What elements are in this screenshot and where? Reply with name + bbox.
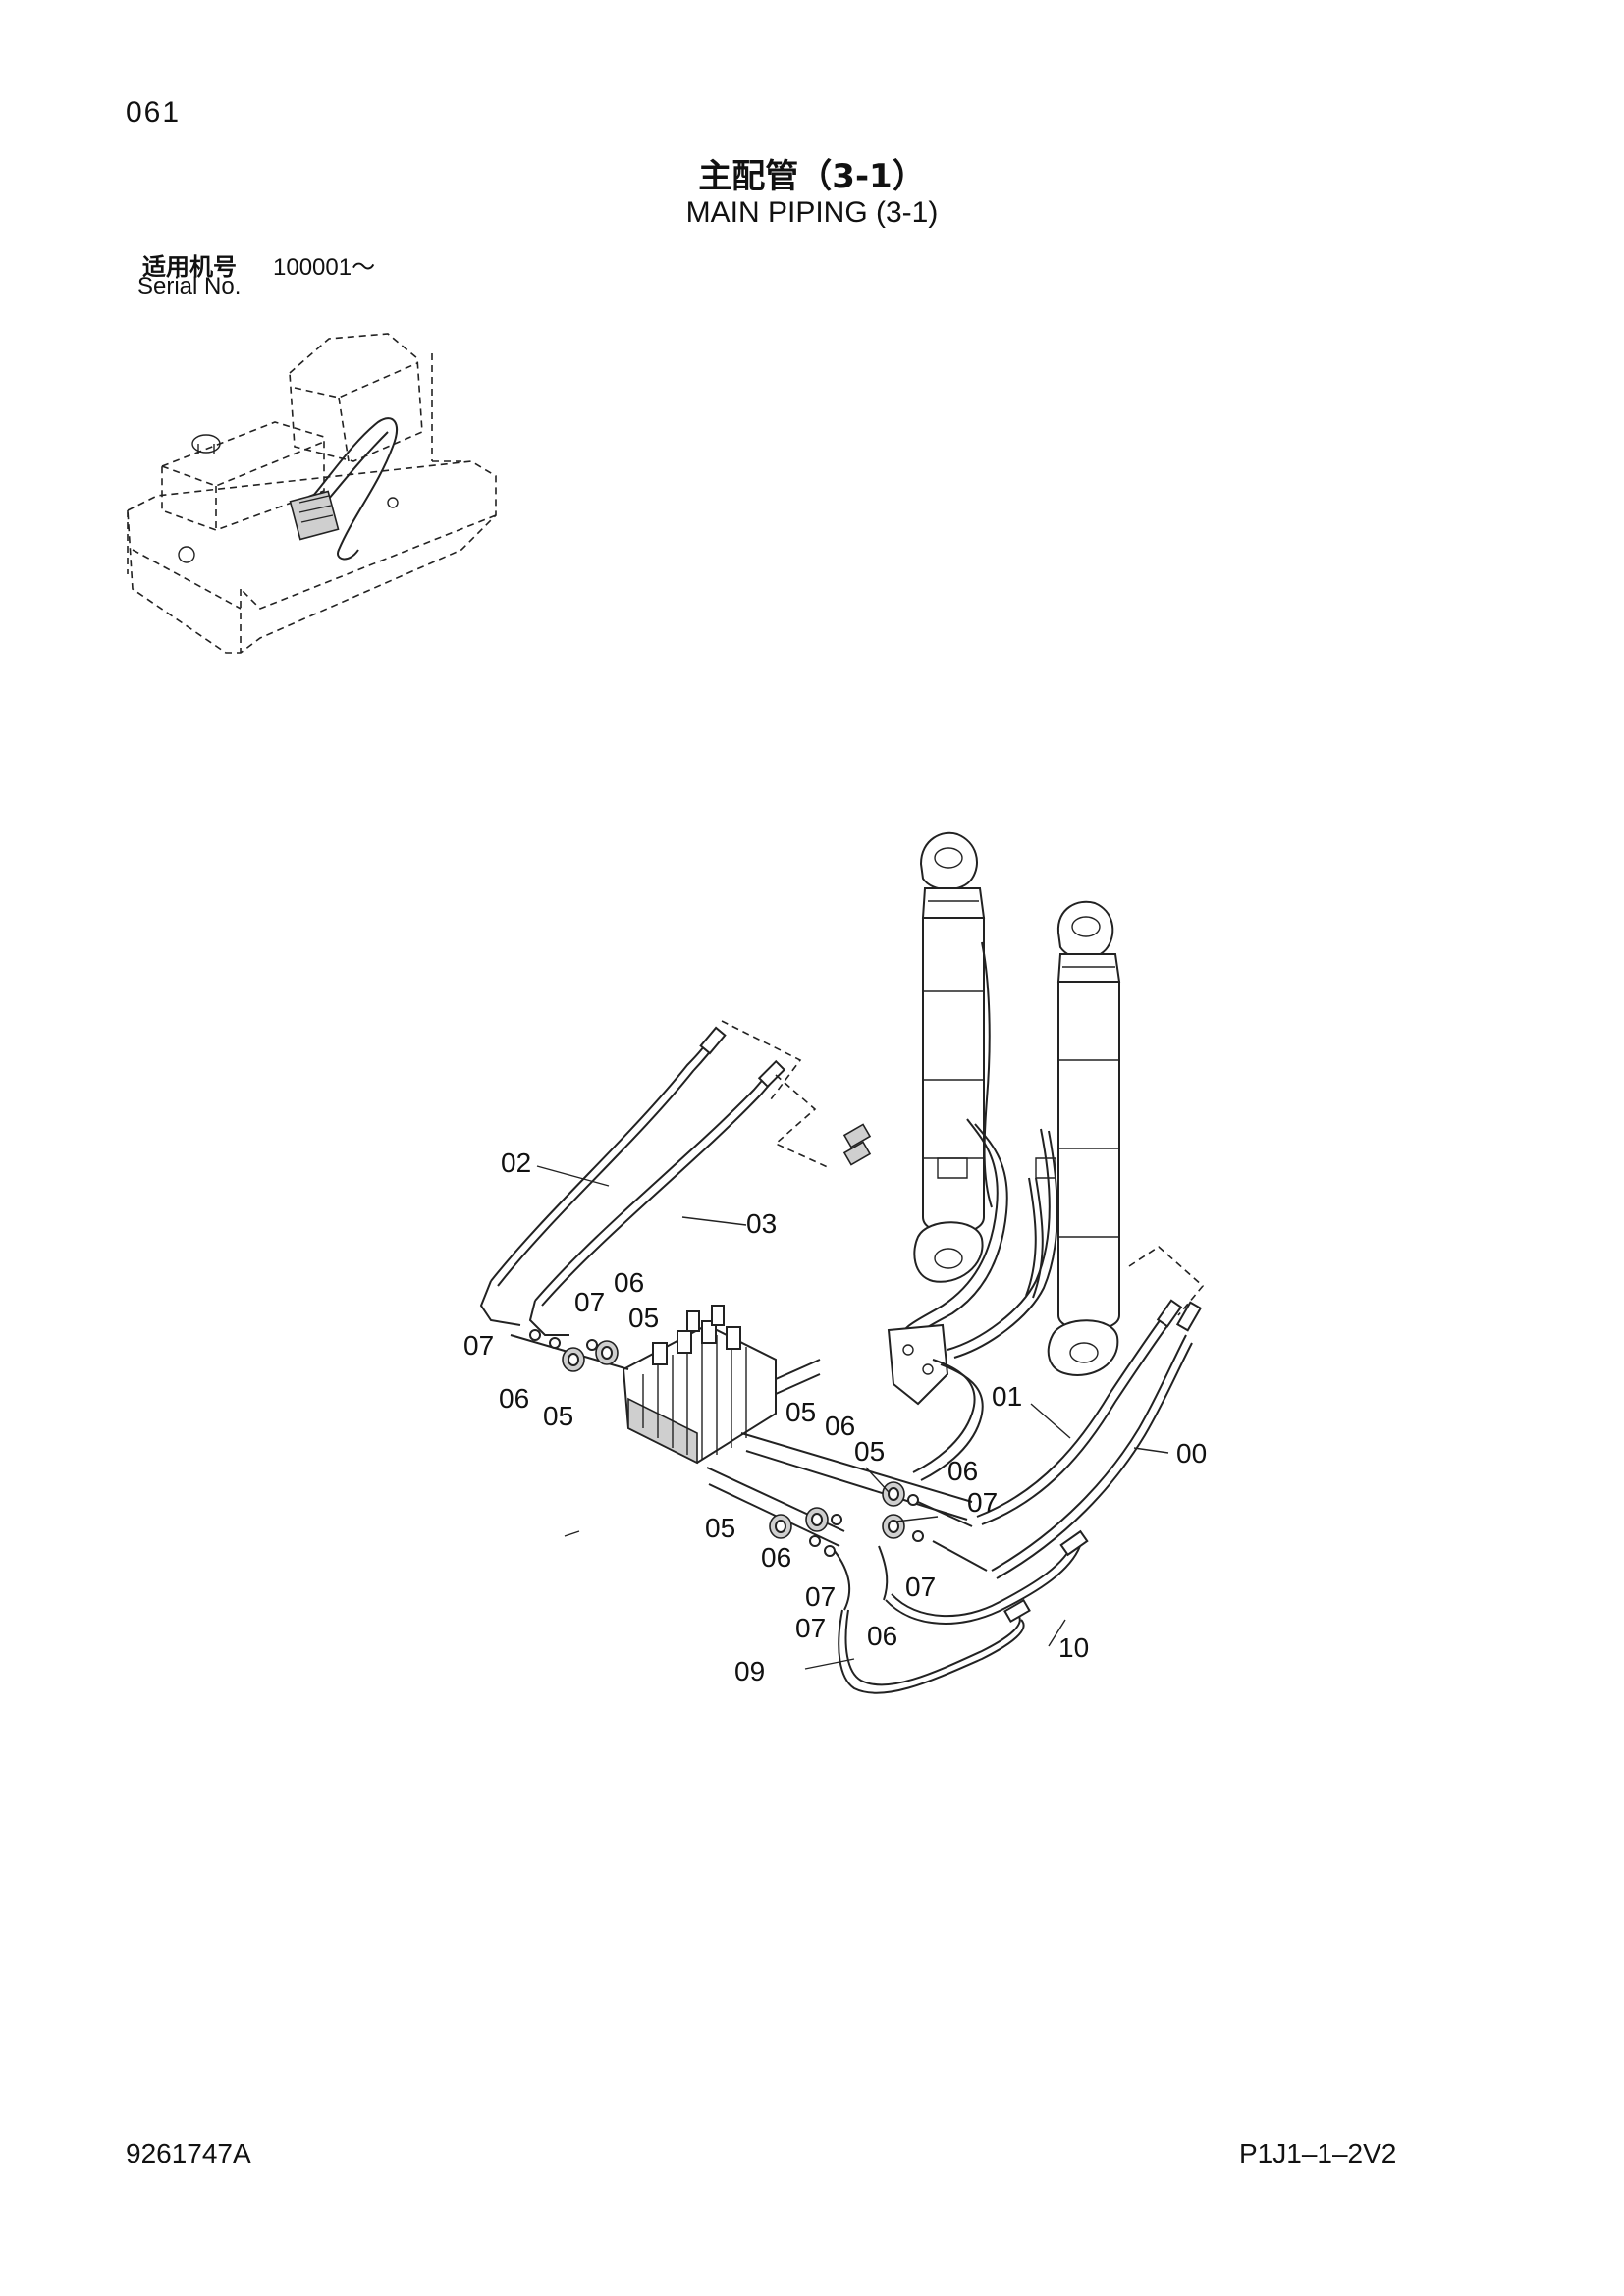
callout-05-b: 05 xyxy=(543,1401,573,1431)
fittings-lower xyxy=(769,1481,924,1557)
callout-01: 01 xyxy=(992,1381,1022,1412)
callout-09: 09 xyxy=(734,1656,765,1686)
callout-05-a: 05 xyxy=(628,1303,659,1333)
callout-06-a: 06 xyxy=(614,1267,644,1298)
callout-05-e: 05 xyxy=(854,1436,885,1467)
boom-cylinder-left xyxy=(913,831,993,1283)
serial-label-english: Serial No. xyxy=(137,273,242,299)
hose-end-dashed-leader-right xyxy=(1128,1245,1205,1316)
callout-labels: 02 03 07 06 05 07 06 05 05 06 05 06 07 0… xyxy=(463,1148,1207,1686)
callout-06-c: 06 xyxy=(825,1411,855,1441)
serial-range: 100001～ xyxy=(273,254,376,281)
hose-00 xyxy=(932,1301,1203,1579)
callout-06-d: 06 xyxy=(761,1542,791,1573)
page-title-chinese: 主配管（3-1） xyxy=(698,157,926,196)
hose-fittings-detail xyxy=(842,1123,872,1166)
callout-leaders xyxy=(536,1165,1169,1670)
reference-code: P1J1–1–2V2 xyxy=(1239,2138,1397,2168)
page-number: 061 xyxy=(126,96,182,129)
hose-01 xyxy=(917,1299,1183,1527)
callout-07-e: 07 xyxy=(905,1572,936,1602)
boom-cylinder-right xyxy=(1047,900,1121,1376)
callout-10: 10 xyxy=(1058,1632,1089,1663)
hose-02 xyxy=(479,1026,727,1326)
machine-overview-thumbnail xyxy=(127,333,497,654)
hose-03 xyxy=(528,1059,786,1336)
cylinder-piping xyxy=(887,1118,1058,1481)
callout-07-c: 07 xyxy=(805,1581,836,1612)
callout-07-f: 07 xyxy=(795,1613,826,1643)
callout-07-a: 07 xyxy=(574,1287,605,1317)
hose-10 xyxy=(878,1529,1089,1625)
callout-02: 02 xyxy=(501,1148,531,1178)
callout-05-d: 05 xyxy=(705,1513,735,1543)
callout-00: 00 xyxy=(1176,1438,1207,1468)
callout-03: 03 xyxy=(746,1208,777,1239)
callout-06-f: 06 xyxy=(867,1621,897,1651)
callout-05-c: 05 xyxy=(785,1397,816,1427)
page-title-english: MAIN PIPING (3-1) xyxy=(685,196,939,229)
document-code: 9261747A xyxy=(126,2138,251,2168)
callout-07-d: 07 xyxy=(967,1487,998,1518)
callout-06-e: 06 xyxy=(947,1456,978,1486)
fittings-left xyxy=(510,1329,629,1372)
callout-07-b: 07 xyxy=(463,1330,494,1361)
callout-06-b: 06 xyxy=(499,1383,529,1414)
serial-label-chinese: 适用机号 xyxy=(142,253,237,281)
hose-end-dashed-leader xyxy=(721,1020,831,1169)
control-valve xyxy=(622,1305,973,1547)
